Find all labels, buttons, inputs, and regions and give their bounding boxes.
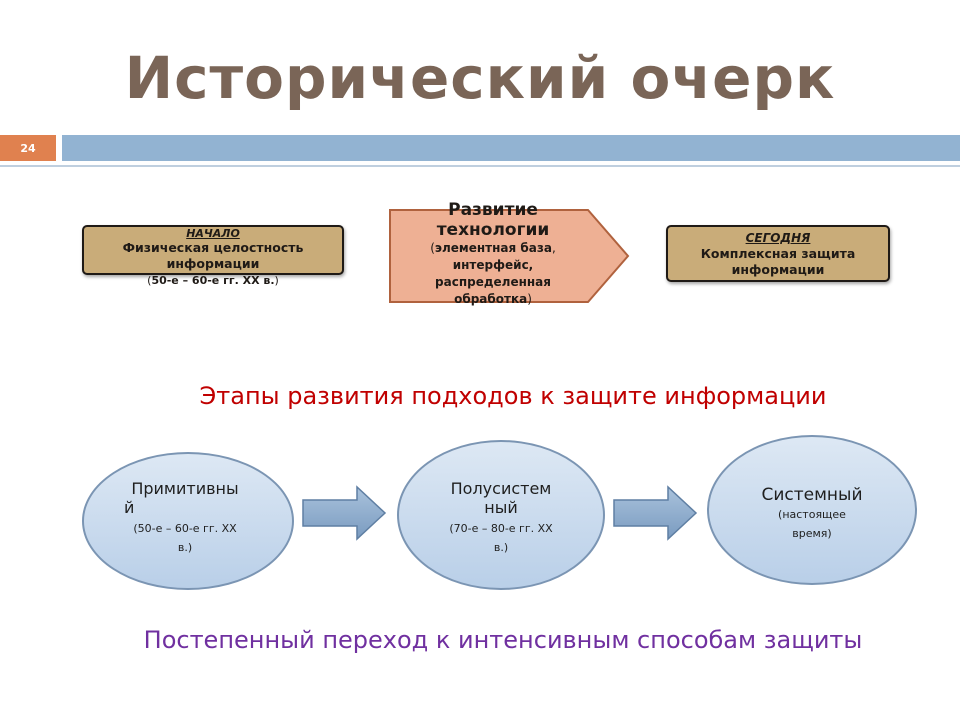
development-title-1: Развитие	[448, 200, 538, 220]
development-open: (	[430, 241, 435, 255]
start-period-c: XX в.	[238, 274, 275, 287]
today-line1: Комплексная защита	[700, 246, 856, 261]
stage-semi-sub2: в.)	[493, 541, 509, 554]
development-line3: распределенная	[435, 275, 551, 289]
slide-title: Исторический очерк	[124, 44, 836, 112]
development-arrow-shape	[389, 209, 630, 303]
stage-system-oval	[707, 435, 917, 585]
stage-system-text: Системный (настоящее время)	[722, 486, 902, 543]
stage-primitive-sub2: в.)	[177, 541, 193, 554]
start-period: (50-е – 60-е гг. XX в.)	[147, 274, 279, 287]
stage-semi-system-text: Полусистем ный (70-е – 80-е гг. XX в.)	[415, 479, 587, 557]
today-heading: СЕГОДНЯ	[745, 231, 811, 245]
stage-system-sub1: (настоящее	[778, 508, 846, 521]
header-band	[62, 135, 960, 161]
start-box: НАЧАЛО Физическая целостность информации…	[82, 225, 344, 287]
stage-primitive-text: Примитивны й (50-е – 60-е гг. XX в.)	[100, 479, 270, 557]
start-line1: Физическая целостность	[122, 240, 304, 255]
header-divider	[0, 165, 960, 167]
start-heading: НАЧАЛО	[186, 227, 240, 240]
slide-number: 24	[0, 135, 56, 161]
stage-primitive-sub1: (50-е – 60-е гг. XX	[133, 522, 237, 535]
development-line4: обработка	[454, 292, 528, 306]
right-arrow-icon	[613, 485, 698, 541]
start-line2: информации	[166, 256, 260, 271]
today-box: СЕГОДНЯ Комплексная защита информации	[666, 225, 890, 282]
development-box: Развитие технологии (элементная база, ин…	[394, 200, 592, 308]
bottom-conclusion: Постепенный переход к интенсивным способ…	[143, 626, 863, 654]
start-period-close: )	[274, 274, 279, 287]
development-comma: ,	[551, 241, 556, 255]
start-period-open: (	[147, 274, 152, 287]
development-close: )	[527, 292, 532, 306]
start-period-b: гг.	[223, 274, 239, 287]
stage-primitive-line2: й	[124, 498, 135, 517]
development-line2: интерфейс,	[452, 258, 534, 272]
development-line1: элементная база	[434, 241, 552, 255]
stages-subtitle: Этапы развития подходов к защите информа…	[199, 382, 827, 410]
today-line2: информации	[731, 262, 825, 277]
stage-system-line1: Системный	[761, 485, 863, 505]
stage-primitive-oval	[82, 452, 294, 590]
stage-primitive-line1: Примитивны	[131, 479, 239, 498]
stage-semi-line1: Полусистем	[450, 479, 552, 498]
stage-semi-line2: ный	[484, 498, 518, 517]
right-arrow-icon	[302, 485, 387, 541]
stage-system-sub2: время)	[792, 527, 832, 540]
development-title-2: технологии	[436, 220, 550, 240]
stage-semi-system-oval	[397, 440, 605, 590]
start-period-a: 50-е – 60-е	[151, 274, 224, 287]
stage-semi-sub1: (70-е – 80-е гг. XX	[449, 522, 553, 535]
